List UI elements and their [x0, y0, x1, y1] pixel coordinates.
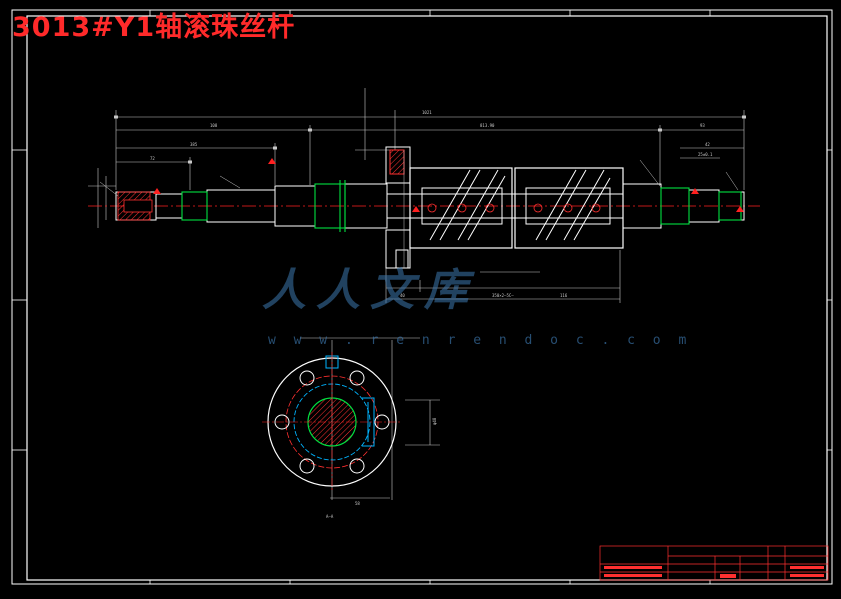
nut-flange: [385, 146, 411, 269]
svg-text:58: 58: [355, 501, 360, 506]
svg-text:108: 108: [210, 123, 218, 128]
title-block: [599, 545, 829, 581]
dimension-text: 1021 108 813.90 93 385 72 42 25±0.1 350×…: [150, 110, 713, 298]
svg-text:72: 72: [150, 156, 155, 161]
zone-ticks: [12, 10, 832, 584]
shaft-main-view: 1021 108 813.90 93 385 72 42 25±0.1 350×…: [88, 88, 760, 303]
thread-zones: [181, 180, 742, 232]
outer-frame: [11, 9, 833, 585]
svg-text:42: 42: [705, 142, 710, 147]
section-centerlines: [262, 352, 402, 492]
ball-nut-left: [409, 167, 513, 249]
inner-frame: [26, 15, 828, 581]
svg-text:1021: 1021: [422, 110, 432, 115]
svg-text:385: 385: [190, 142, 198, 147]
svg-text:116: 116: [560, 293, 568, 298]
svg-text:350×2–5C–: 350×2–5C–: [492, 293, 514, 298]
svg-text:40: 40: [400, 293, 405, 298]
svg-text:93: 93: [700, 123, 705, 128]
svg-text:813.90: 813.90: [480, 123, 495, 128]
dimension-lines: [88, 88, 745, 303]
red-markers: [153, 158, 744, 212]
svg-text:φ48: φ48: [432, 417, 437, 425]
watermark-url: w w w . r e n r e n d o c . c o m: [268, 333, 692, 348]
drawing-title: 3013#Y1轴滚珠丝杆: [12, 12, 296, 43]
svg-text:A–A: A–A: [326, 514, 334, 519]
dimension-ticks: [114, 115, 746, 164]
end-section: [117, 191, 153, 221]
flange-section-view: φ48 58 A–A: [262, 337, 440, 519]
ball-nut-right: [514, 167, 624, 249]
title-block-fill: [604, 566, 824, 578]
leader-lines: [99, 159, 739, 197]
svg-text:25±0.1: 25±0.1: [698, 152, 713, 157]
